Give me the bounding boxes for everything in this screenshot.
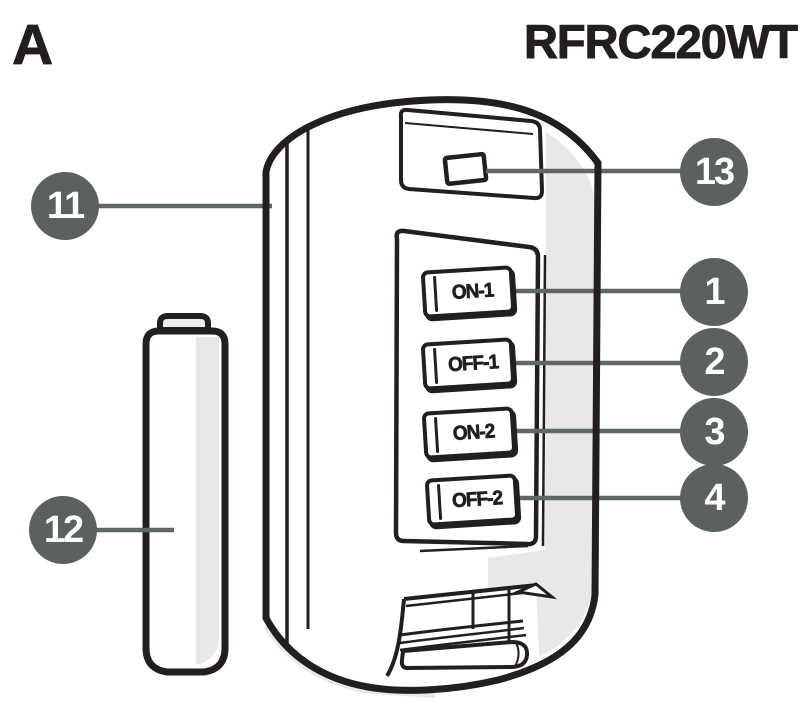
battery	[142, 313, 229, 676]
clip-top-edge	[403, 583, 538, 601]
clip-left-edge	[385, 598, 406, 678]
figure-label: A	[12, 13, 54, 78]
button-on-2: ON-2	[421, 406, 517, 460]
keyring-clip	[385, 582, 558, 678]
button-on-1-label: ON-1	[451, 278, 495, 304]
remote-body-outline	[262, 96, 602, 694]
callout-1: 1	[680, 258, 748, 326]
button-side-face	[433, 416, 440, 454]
clip-bar-end-line	[514, 642, 520, 667]
button-panel-edge-bottom	[419, 544, 529, 553]
button-on-2-label: ON-2	[452, 419, 496, 445]
button-side-face	[432, 275, 439, 313]
battery-terminal	[157, 313, 211, 333]
remote-shading-right	[488, 132, 597, 673]
callout-3: 3	[680, 398, 748, 466]
button-off-1-label: OFF-1	[447, 350, 499, 376]
button-off-2: OFF-2	[424, 473, 520, 527]
callout-11: 11	[31, 172, 99, 240]
clip-loop-curve-2	[399, 626, 525, 645]
clip-top-edge-inner	[405, 591, 523, 608]
button-on-1: ON-1	[420, 265, 516, 319]
led-panel-inner-line	[404, 122, 534, 135]
battery-shading	[196, 337, 219, 665]
clip-bar	[399, 639, 530, 671]
model-title: RFRC220WT	[523, 15, 798, 69]
button-off-2-label: OFF-2	[451, 486, 503, 512]
callout-2: 2	[680, 328, 748, 396]
callout-13: 13	[680, 138, 748, 206]
clip-fold	[512, 582, 558, 600]
callout-4: 4	[680, 464, 748, 532]
led-indicator	[442, 151, 489, 186]
clip-loop-curve-1	[399, 619, 524, 637]
callout-12: 12	[29, 496, 97, 564]
button-off-1: OFF-1	[420, 337, 516, 391]
